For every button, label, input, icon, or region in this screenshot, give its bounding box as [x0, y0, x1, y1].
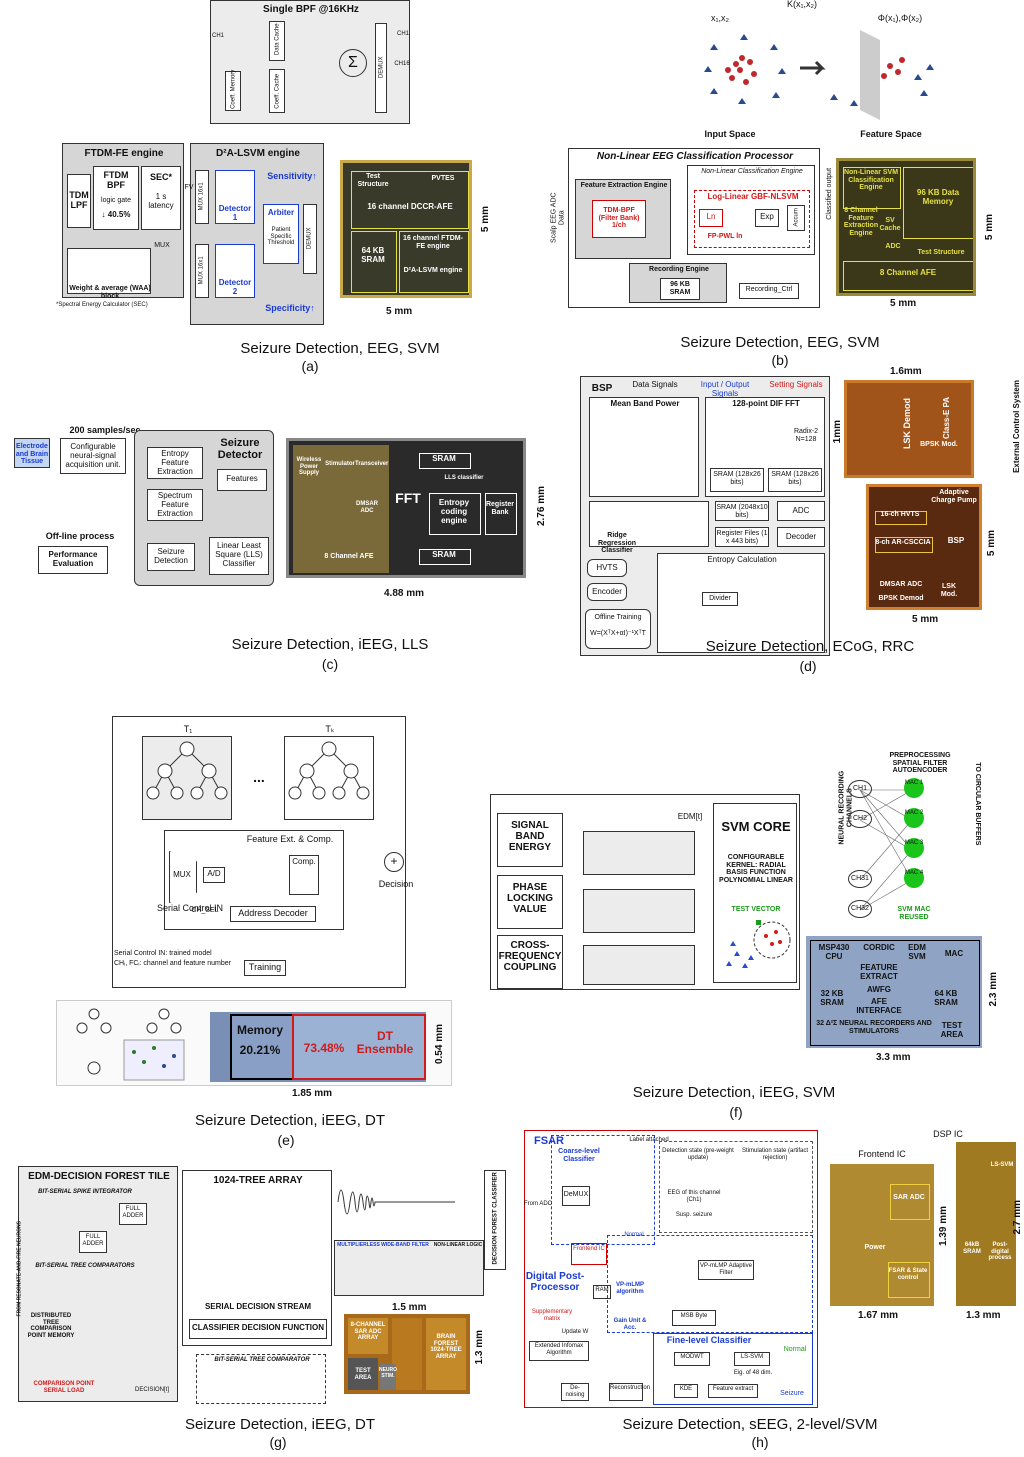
sum-icon: Σ [339, 49, 367, 77]
svm-core: SVM CORE CONFIGURABLE KERNEL: RADIAL BAS… [713, 803, 797, 983]
eeg-processor: Non-Linear EEG Classification Processor … [568, 148, 820, 308]
fsar-diagram: FSAR Coarse-level Classifier DeMUX Norma… [524, 1130, 818, 1408]
caption-g: Seizure Detection, iEEG, DT [150, 1416, 410, 1433]
caption-c: Seizure Detection, iEEG, LLS [200, 636, 460, 653]
chip-h-frontend: SAR ADC Power FSAR & State control [830, 1164, 934, 1306]
specificity-label: Specificity↑ [257, 304, 323, 314]
feature-extraction-engine: Feature Extraction Engine TDM-BPF (Filte… [575, 179, 671, 259]
chip-d-height: 5 mm [986, 530, 997, 556]
chip-g-width: 1.5 mm [392, 1302, 426, 1313]
chip-a: Test Structure PVTES 16 channel DCCR-AFE… [340, 160, 472, 298]
caption-e: Seizure Detection, iEEG, DT [160, 1112, 420, 1129]
bpf-title: Single BPF @16KHz [241, 4, 381, 15]
sensitivity-label: Sensitivity↑ [259, 172, 325, 182]
electrode-box: Electrode and Brain Tissue [14, 438, 50, 468]
data-cache: Data Cache [269, 21, 285, 61]
coeff-memory: Coeff. Memory [225, 71, 241, 111]
detector-2: Detector 2 [215, 244, 255, 298]
chip-f: MSP430 CPU CORDIC EDM SVM MAC FEATURE EX… [806, 936, 982, 1048]
sub-b: (b) [760, 352, 800, 368]
chip-h-frontend-height: 1.39 mm [938, 1206, 949, 1246]
chip-e: Memory 20.21% 73.48% DT Ensemble [210, 1012, 426, 1082]
chip-b-width: 5 mm [890, 298, 916, 309]
sum-node-icon: + [384, 852, 404, 872]
dfc-block: DECISION FOREST CLASSIFIER [484, 1170, 506, 1270]
perf-eval: Performance Evaluation [38, 546, 108, 574]
chip-d-bottom: Adaptive Charge Pump 16-ch HVTS BSP 8-ch… [866, 484, 982, 610]
filter-block: MULTIPLIERLESS WIDE-BAND FILTER NON-LINE… [334, 1240, 484, 1296]
lsvm-engine: D²A-LSVM engine Detector 1 Detector 2 Ar… [190, 143, 324, 325]
chip-f-height: 2.3 mm [988, 972, 999, 1006]
coeff-cache: Coeff. Cache [269, 69, 285, 113]
seizure-detector: Seizure Detector Entropy Feature Extract… [134, 430, 274, 586]
sub-d: (d) [788, 658, 828, 674]
sec-block: SEC* 1 s latency [141, 166, 181, 230]
sub-h: (h) [740, 1434, 780, 1450]
chip-e-width: 1.85 mm [292, 1088, 332, 1099]
input-space-label: Input Space [700, 130, 760, 140]
sub-a: (a) [290, 358, 330, 374]
chip-d-top: LSK Demod BPSK Mod. Class-E PA [844, 380, 974, 478]
demux-a: DEMUX [303, 204, 317, 274]
acq-unit: Configurable neural-signal acquisition u… [60, 438, 126, 474]
address-decoder: Address Decoder [230, 906, 316, 922]
recording-ctrl: Recording_Ctrl [739, 283, 799, 299]
chip-c-height: 2.76 mm [536, 486, 547, 526]
dt-ensemble-illustration [64, 1004, 204, 1084]
svm-diagram: SIGNAL BAND ENERGY PHASE LOCKING VALUE C… [490, 794, 800, 990]
caption-h: Seizure Detection, sEEG, 2-level/SVM [620, 1416, 880, 1433]
chip-h-dsp: LS-SVM 64kB SRAM Post-digital process [956, 1142, 1016, 1306]
tree-t1: T₁ [142, 736, 232, 820]
caption-b: Seizure Detection, EEG, SVM [650, 334, 910, 351]
recording-engine: Recording Engine 96 KB SRAM [629, 263, 727, 303]
chip-g: 8-CHANNEL SAR ADC ARRAY BRAIN FOREST 102… [344, 1314, 470, 1394]
bpf-diagram: Single BPF @16KHz Data Cache Coeff. Cach… [210, 0, 410, 124]
ftdm-bpf: FTDM BPF logic gate ↓ 40.5% [93, 166, 139, 230]
chip-e-height: 0.54 mm [434, 1024, 445, 1064]
chip-a-width: 5 mm [386, 306, 412, 317]
feature-space-label: Feature Space [856, 130, 926, 140]
sub-c: (c) [310, 656, 350, 672]
sub-f: (f) [716, 1104, 756, 1120]
waa-block: Weight & average (WAA) block [67, 248, 151, 294]
chip-b: Non-Linear SVM Classification Engine 96 … [836, 158, 976, 296]
classification-engine: Non-Linear Classification Engine Log-Lin… [687, 165, 815, 255]
tree-comparator: BIT-SERIAL TREE COMPARATOR [196, 1354, 326, 1404]
mux-a-top: MUX 16x1 [195, 170, 209, 224]
caption-d: Seizure Detection, ECoG, RRC [680, 638, 940, 655]
sub-g: (g) [258, 1434, 298, 1450]
caption-a: Seizure Detection, EEG, SVM [210, 340, 470, 357]
ftdm-engine: FTDM-FE engine TDM LPF FTDM BPF logic ga… [62, 143, 184, 298]
chip-h-dsp-height: 2.7 mm [1012, 1200, 1023, 1234]
chip-c-width: 4.88 mm [384, 588, 424, 599]
chip-a-height: 5 mm [480, 206, 491, 232]
chip-c: Wireless Power Supply Stimulator Transce… [286, 438, 526, 578]
mux-a-bottom: MUX 16x1 [195, 244, 209, 298]
bsp-diagram: BSP Data Signals Input / Output Signals … [580, 376, 830, 656]
arbiter: Arbiter Patient Specific Threshold [263, 204, 299, 264]
demux-block: DEMUX [375, 23, 387, 113]
detector-1: Detector 1 [215, 170, 255, 224]
tdm-lpf: TDM LPF [67, 174, 91, 228]
chip-g-height: 1.3 mm [474, 1330, 485, 1364]
chip-b-height: 5 mm [984, 214, 995, 240]
chip-d-width: 5 mm [912, 614, 938, 625]
caption-f: Seizure Detection, iEEG, SVM [604, 1084, 864, 1101]
kernel-plot [680, 10, 940, 130]
sub-e: (e) [266, 1132, 306, 1148]
chip-h-dsp-width: 1.3 mm [966, 1310, 1000, 1321]
chip-f-width: 3.3 mm [876, 1052, 910, 1063]
tree-array: 1024-TREE ARRAY SERIAL DECISION STREAM C… [182, 1170, 332, 1346]
tree-tk: Tₖ [284, 736, 374, 820]
forest-tile: EDM-DECISION FOREST TILE BIT-SERIAL SPIK… [18, 1166, 178, 1402]
chip-h-frontend-width: 1.67 mm [858, 1310, 898, 1321]
wideband-signal [336, 1172, 466, 1232]
